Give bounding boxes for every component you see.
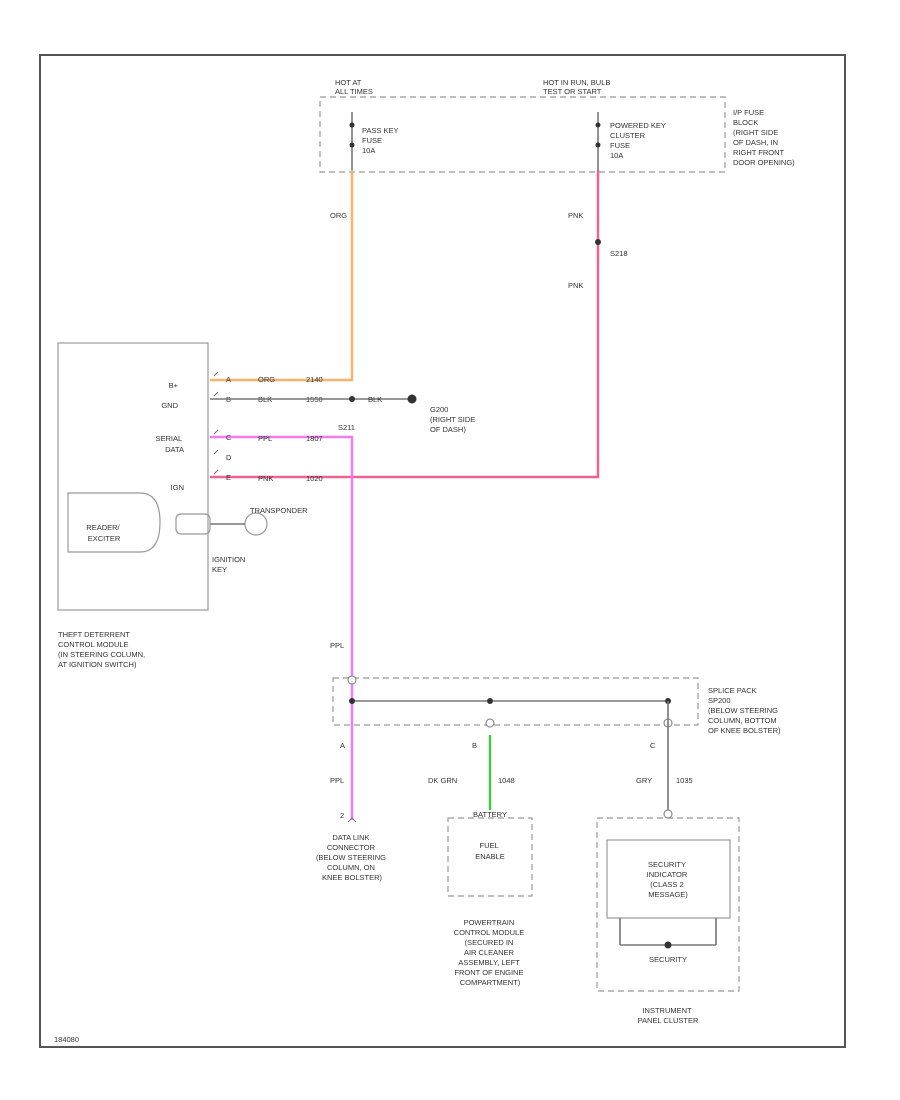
fuse-block-header-left: HOT AT ALL TIMES <box>335 78 373 96</box>
branch-c-circuit: 1035 <box>676 776 693 785</box>
pnk-wire <box>210 170 600 479</box>
ppl-wire <box>210 435 354 820</box>
ip-fuse-block-outline <box>319 96 726 173</box>
dlc-pin-number: 2 <box>340 811 344 820</box>
pin-letter-c: C <box>226 433 232 442</box>
pcm-connector-label: BATTERY <box>473 810 507 819</box>
pin-label-b-plus: B+ <box>169 381 179 390</box>
diagram-frame <box>39 54 846 1048</box>
dlc-connector-symbol <box>347 817 357 823</box>
security-indicator-box <box>606 839 731 919</box>
ipc-description: INSTRUMENT PANEL CLUSTER <box>638 1006 699 1025</box>
pin-label-gnd: GND <box>161 401 178 410</box>
security-lamp-label: SECURITY <box>649 955 687 964</box>
ground-g200-label: G200 (RIGHT SIDE OF DASH) <box>430 405 477 434</box>
branch-b-wire-color: DK GRN <box>428 776 457 785</box>
splice-pack-node-a <box>349 698 355 704</box>
splice-pack-terminal-top <box>347 675 357 685</box>
ground-g200-symbol <box>407 394 417 404</box>
security-indicator-label: SECURITY INDICATOR (CLASS 2 MESSAGE) <box>647 860 690 899</box>
branch-c-wire-color: GRY <box>636 776 652 785</box>
pass-key-fuse-symbol <box>349 112 355 170</box>
theft-deterrent-module-box <box>57 342 209 611</box>
splice-pack-description: SPLICE PACK SP200 (BELOW STEERING COLUMN… <box>708 686 781 735</box>
ignition-key-symbol <box>175 512 268 536</box>
security-lamp-icon <box>619 918 717 949</box>
ignition-key-label: IGNITION KEY <box>212 555 247 574</box>
reader-exciter-label: READER/ EXCITER <box>86 523 121 543</box>
pcm-outline <box>447 817 533 897</box>
wire-color-pnk: PNK <box>258 474 273 483</box>
pcm-description: POWERTRAIN CONTROL MODULE (SECURED IN AI… <box>454 918 527 987</box>
fuse-block-header-right: HOT IN RUN, BULB TEST OR START <box>543 78 612 96</box>
ipc-outline <box>596 817 740 992</box>
org-wire-label: ORG <box>330 211 347 220</box>
ground-splice-dot <box>349 396 355 402</box>
circuit-2140: 2140 <box>306 375 323 384</box>
pin-letter-d: D <box>226 453 232 462</box>
fuse-block-description: I/P FUSE BLOCK (RIGHT SIDE OF DASH, IN R… <box>733 108 795 167</box>
theft-deterrent-module-description: THEFT DETERRENT CONTROL MODULE (IN STEER… <box>58 630 147 669</box>
ground-wire-label: BLK <box>368 395 382 404</box>
splice-pack-outline <box>332 677 699 726</box>
s218-splice-dot <box>595 239 601 245</box>
wire-color-org: ORG <box>258 375 275 384</box>
reader-exciter-box <box>67 492 161 553</box>
org-wire <box>210 170 354 382</box>
pin-label-ign: IGN <box>171 483 184 492</box>
s218-splice-label: S218 <box>610 249 628 258</box>
pnk-wire-label-lower: PNK <box>568 281 583 290</box>
pass-key-fuse-label: PASS KEY FUSE 10A <box>362 126 401 155</box>
splice-pack-pin-c: C <box>650 741 656 750</box>
transponder-label: TRANSPONDER <box>250 506 308 515</box>
splice-pack-terminal-b <box>485 718 495 728</box>
pin-letter-a: A <box>226 375 231 384</box>
branch-a-wire-color: PPL <box>330 776 344 785</box>
module-connector-marks <box>213 371 219 475</box>
splice-pack-node-b <box>487 698 493 704</box>
fuel-enable-label: FUEL ENABLE <box>475 841 505 861</box>
circuit-1807: 1807 <box>306 434 323 443</box>
cluster-fuse-label: POWERED KEY CLUSTER FUSE 10A <box>610 121 668 160</box>
ipc-connector-terminal <box>663 809 673 819</box>
cluster-fuse-symbol <box>595 112 601 170</box>
pin-label-serial-data: SERIAL DATA <box>156 434 185 454</box>
splice-pack-pin-b: B <box>472 741 477 750</box>
s211-splice-label: S211 <box>338 423 355 432</box>
circuit-1020: 1020 <box>306 474 323 483</box>
pin-letter-e: E <box>226 473 231 482</box>
dlc-description: DATA LINK CONNECTOR (BELOW STEERING COLU… <box>316 833 388 882</box>
branch-b-circuit: 1048 <box>498 776 515 785</box>
wire-color-ppl: PPL <box>258 434 272 443</box>
figure-id: 184080 <box>54 1035 79 1044</box>
pnk-wire-label-upper: PNK <box>568 211 583 220</box>
splice-pack-pin-a: A <box>340 741 345 750</box>
ppl-wire-label: PPL <box>330 641 344 650</box>
